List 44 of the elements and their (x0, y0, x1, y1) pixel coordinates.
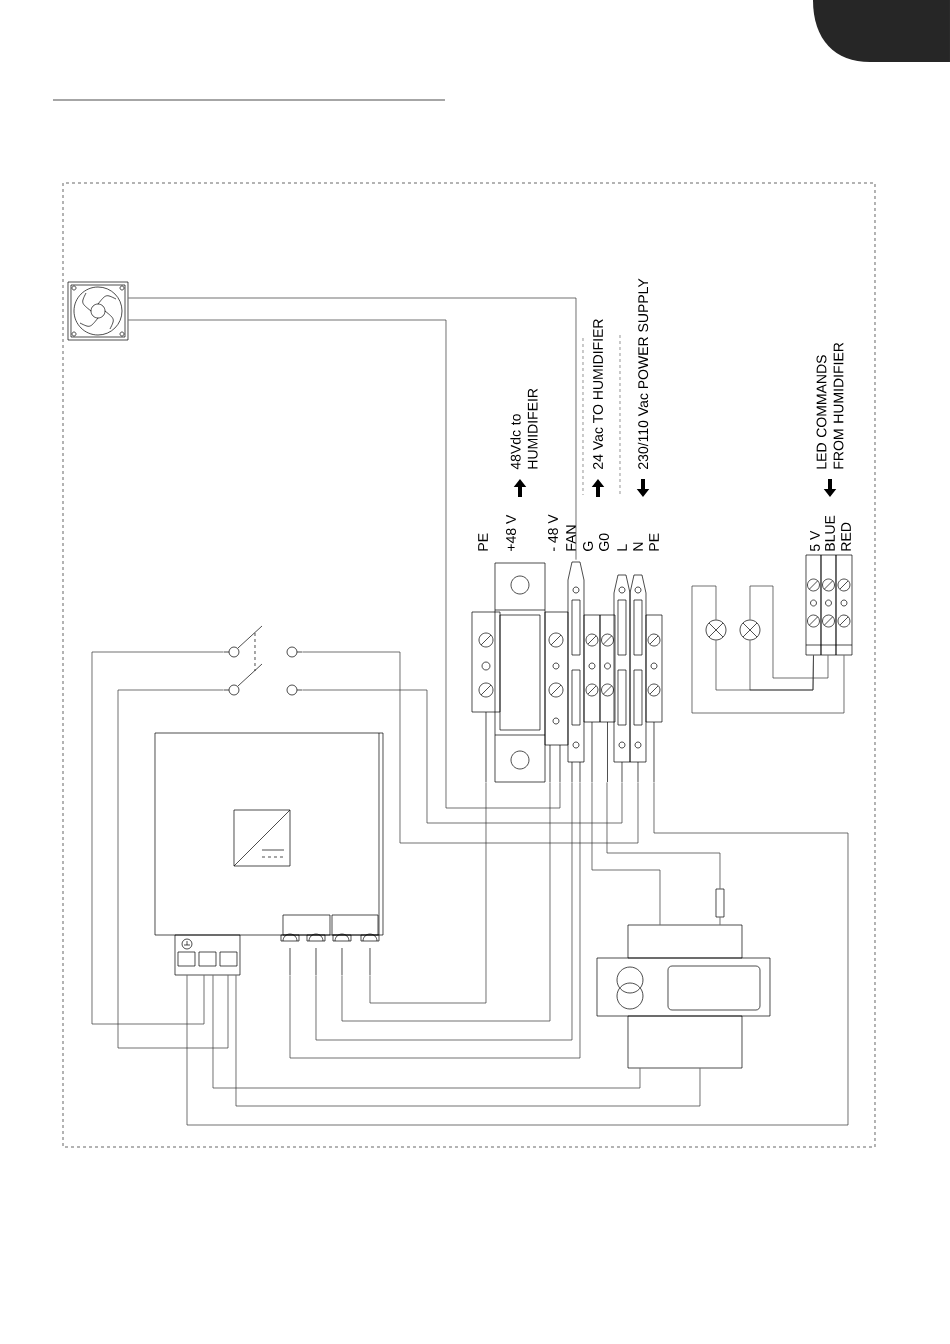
wire (212, 975, 641, 1089)
lamp-symbol (705, 619, 727, 641)
wire (302, 689, 623, 824)
fuse-symbol (715, 888, 725, 918)
terminal-label: G (583, 541, 593, 551)
transformer-drawing (596, 924, 771, 1069)
wire (315, 782, 573, 1041)
terminal-block-drawing (471, 561, 663, 783)
led-terminal-drawing (805, 554, 853, 656)
terminal-label: BLUE (825, 515, 835, 551)
wire (591, 782, 661, 925)
terminal-label: PE (478, 533, 488, 551)
wire (117, 689, 229, 1049)
wire (128, 297, 577, 560)
wire (128, 319, 561, 809)
fan-drawing (67, 281, 129, 341)
terminal-label: L (617, 544, 627, 551)
terminal-label: N (633, 542, 643, 551)
wire (91, 651, 224, 1025)
wire (606, 782, 721, 889)
terminal-label: G0 (599, 533, 609, 551)
wire (341, 782, 551, 1022)
wire (289, 782, 581, 1059)
wire (302, 651, 639, 844)
wire (186, 782, 849, 1126)
lamp-symbol (739, 619, 761, 641)
signal-label: 24 Vac TO HUMIDIFIER (593, 319, 603, 469)
terminal-label: FAN (566, 525, 576, 551)
wire (719, 917, 721, 925)
wire (235, 975, 701, 1107)
terminal-label: +48 V (506, 514, 516, 551)
signal-label: 230/110 Vac POWER SUPPLY (637, 278, 649, 469)
switch-symbol (223, 625, 303, 696)
wire (369, 782, 487, 1004)
wire (749, 640, 814, 691)
wire (691, 585, 845, 714)
terminal-label: 5 V (810, 530, 820, 552)
wire (749, 585, 829, 679)
terminal-label: PE (649, 533, 659, 551)
power-supply-drawing (154, 732, 384, 976)
terminal-label: - 48 V (548, 514, 558, 552)
signal-label: 48Vdc to HUMIDIFEIR (510, 388, 538, 470)
terminal-label: RED (841, 522, 851, 551)
signal-label: LED COMMANDS FROM HUMIDIFIER (816, 342, 844, 469)
